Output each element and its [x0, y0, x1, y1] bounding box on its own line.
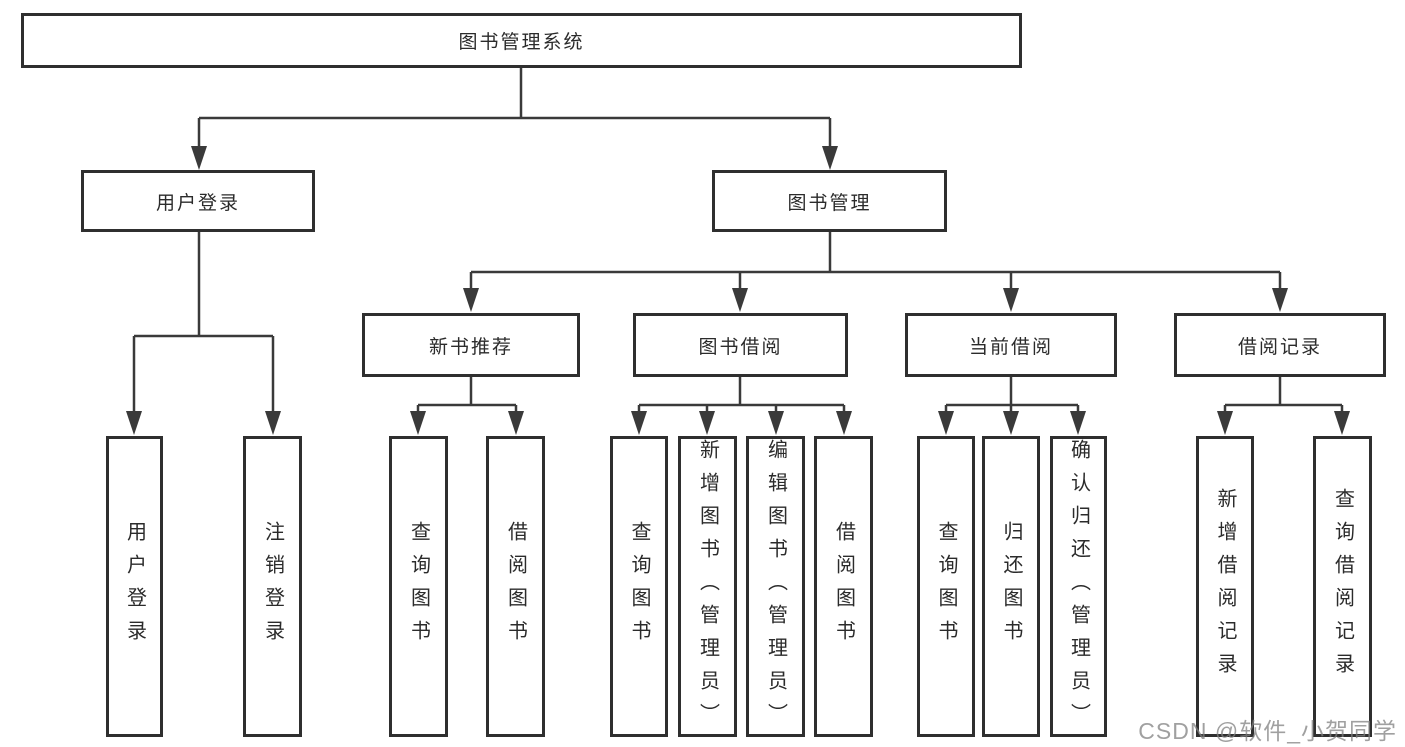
node-book-management: 图书管理 [712, 170, 947, 232]
node-label: 查询图书 [935, 520, 957, 653]
node-label: 用户登录 [123, 520, 146, 653]
leaf-confirm-return-admin: 确认归还（管理员） [1050, 436, 1107, 737]
leaf-recommend-borrow-books: 借阅图书 [486, 436, 545, 737]
leaf-add-borrow-record: 新增借阅记录 [1196, 436, 1254, 737]
node-borrowing-records: 借阅记录 [1174, 313, 1386, 377]
leaf-recommend-query-books: 查询图书 [389, 436, 448, 737]
node-label: 编辑图书（管理员） [764, 439, 787, 736]
node-book-borrowing: 图书借阅 [633, 313, 848, 377]
node-label: 图书借阅 [698, 336, 783, 358]
node-label: 查询借阅记录 [1331, 487, 1354, 686]
csdn-watermark: CSDN @软件_小贺同学 [1138, 718, 1397, 744]
node-label: 用户登录 [155, 192, 240, 214]
node-label: 新增借阅记录 [1214, 487, 1236, 686]
leaf-add-books-admin: 新增图书（管理员） [678, 436, 737, 737]
node-user-login: 用户登录 [81, 170, 315, 232]
node-label: 新增图书（管理员） [696, 439, 719, 736]
node-label: 新书推荐 [428, 336, 513, 358]
node-label: 图书管理系统 [458, 32, 585, 53]
node-label: 查询图书 [407, 520, 430, 653]
leaf-edit-books-admin: 编辑图书（管理员） [746, 436, 805, 737]
leaf-query-borrow-record: 查询借阅记录 [1313, 436, 1372, 737]
node-library-management-system: 图书管理系统 [21, 13, 1022, 68]
arrowheads [126, 146, 1350, 435]
node-label: 借阅图书 [832, 520, 855, 653]
leaf-current-query-books: 查询图书 [917, 436, 975, 737]
node-label: 查询图书 [628, 520, 650, 653]
leaf-return-books: 归还图书 [982, 436, 1040, 737]
node-label: 借阅记录 [1237, 336, 1322, 358]
leaf-borrowing-borrow-books: 借阅图书 [814, 436, 873, 737]
node-label: 注销登录 [261, 520, 284, 653]
node-new-book-recommend: 新书推荐 [362, 313, 580, 377]
node-label: 图书管理 [787, 192, 872, 214]
node-current-borrowing: 当前借阅 [905, 313, 1117, 377]
node-label: 确认归还（管理员） [1067, 439, 1090, 736]
leaf-borrowing-query-books: 查询图书 [610, 436, 668, 737]
node-label: 借阅图书 [504, 520, 527, 653]
node-label: 归还图书 [1000, 520, 1022, 653]
connector-paths [132, 68, 1344, 413]
leaf-user-login: 用户登录 [106, 436, 163, 737]
leaf-logout: 注销登录 [243, 436, 302, 737]
node-label: 当前借阅 [968, 336, 1053, 358]
